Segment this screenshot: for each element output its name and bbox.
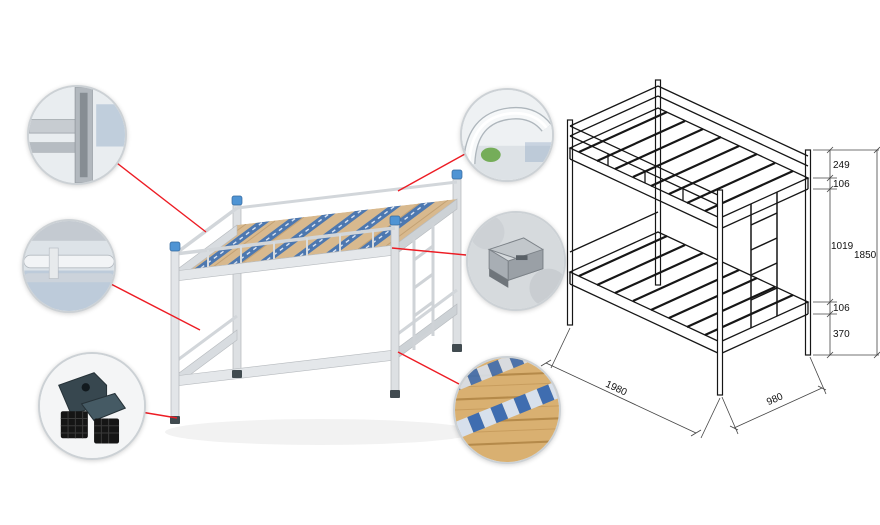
diagram-lower-bunk [568, 231, 810, 355]
callout-frame-corner-joint [27, 85, 127, 185]
dim-overall-height: 1850 [854, 250, 877, 261]
dim-overall-width: 980 [765, 391, 785, 408]
diagram-guard-rails [569, 85, 809, 253]
guard-rail-weld-image [24, 221, 114, 311]
diagram-upper-bunk [568, 107, 810, 230]
dim-lower-frame-thickness: 106 [833, 303, 850, 314]
diagram-ladder [750, 192, 778, 328]
dimension-annotations: 249 106 1019 1850 106 370 1980 980 [540, 146, 880, 439]
bent-tube-rail-image [462, 90, 552, 180]
bunk-bed-photo-illustration [165, 169, 475, 445]
lower-end-rails [174, 288, 458, 364]
frame-corner-joint-image [29, 87, 125, 183]
dim-guard-rail-height: 249 [833, 160, 850, 171]
dim-under-bed-clearance: 370 [833, 329, 850, 340]
callout-guard-rail-weld [22, 219, 116, 313]
diagram-front-post [716, 189, 724, 396]
callout-plastic-foot-pad [38, 352, 146, 460]
front-right-post [390, 221, 400, 395]
upper-frame-rails [174, 198, 458, 282]
dim-upper-frame-thickness: 106 [833, 179, 850, 190]
dim-between-bunks: 1019 [831, 241, 854, 252]
floor-shadow [165, 419, 475, 445]
steel-connector-bracket-image [468, 213, 564, 309]
callout-bent-tube-rail [460, 88, 554, 182]
callout-wooden-slat-strap [453, 356, 561, 464]
dimension-diagram: 249 106 1019 1850 106 370 1980 980 [540, 79, 880, 439]
plastic-foot-pad-image [40, 354, 144, 458]
front-left-post [170, 247, 180, 421]
callout-steel-connector-bracket [466, 211, 566, 311]
wooden-slat-strap-image [455, 358, 559, 462]
